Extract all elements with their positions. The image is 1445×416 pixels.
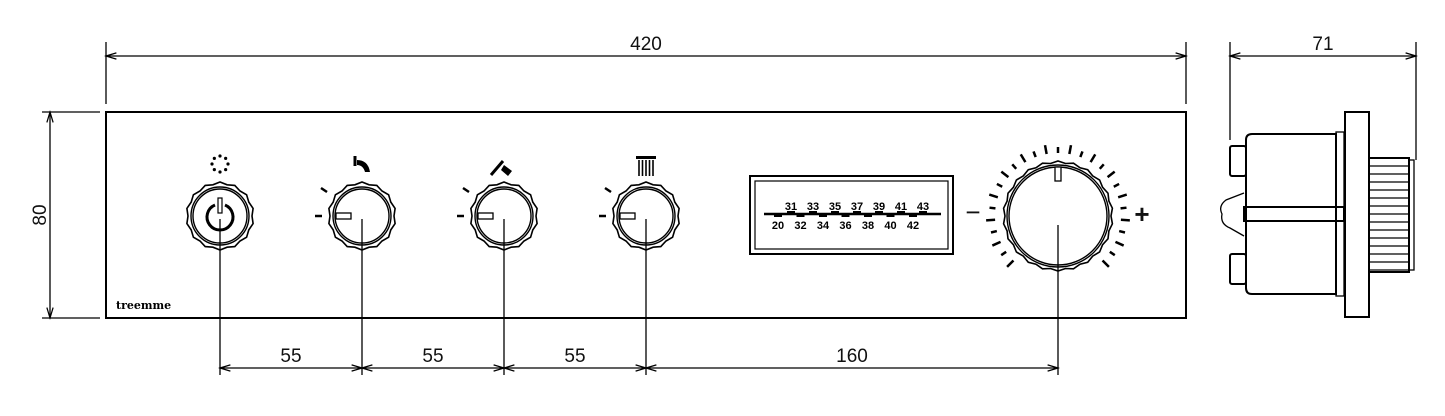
scale-label-bottom: 34	[817, 220, 830, 232]
width-dimension: 420	[106, 34, 1186, 104]
dial-tick	[990, 229, 998, 234]
dial-tick	[1120, 218, 1130, 222]
scale-label-top: 41	[895, 201, 907, 213]
spout-icon	[353, 156, 370, 172]
tick-mark	[462, 186, 470, 194]
depth-dimension: 71	[1230, 34, 1416, 160]
dial-tick	[1000, 170, 1010, 179]
scale-label-top: 33	[807, 201, 819, 213]
height-label: 80	[30, 204, 51, 225]
dial-tick	[989, 206, 996, 210]
scale-tick	[819, 214, 827, 217]
scale-label-top: 39	[873, 201, 885, 213]
side-view	[1220, 111, 1415, 318]
dial-tick	[988, 193, 999, 199]
dial-tick	[991, 240, 1002, 247]
dial-tick	[1101, 259, 1110, 268]
dial-tick	[1109, 250, 1116, 257]
dial-tick	[1113, 182, 1120, 188]
dial-tick	[1068, 144, 1073, 155]
power-icon	[205, 203, 235, 232]
brand-logo: treemme	[116, 299, 171, 312]
scale-label-bottom: 20	[772, 220, 784, 232]
scale-label-top: 37	[851, 201, 863, 213]
spacing-label: 160	[836, 346, 868, 367]
scale-label-top: 35	[829, 201, 841, 213]
indicator-bar	[335, 212, 352, 220]
scale-tick	[774, 214, 782, 217]
indicator-bar	[477, 212, 494, 220]
scale-tick	[809, 211, 817, 214]
hand-shower-knob[interactable]	[457, 160, 538, 375]
scale-tick	[787, 211, 795, 214]
scale-tick	[831, 211, 839, 214]
scale-tick	[897, 211, 905, 214]
dial-tick	[1106, 170, 1116, 179]
dial-tick	[1043, 144, 1048, 155]
dial-tick	[1098, 163, 1105, 170]
overhead-shower-knob[interactable]	[599, 156, 680, 375]
dial-tick	[1120, 206, 1127, 210]
spray-dots-icon	[210, 154, 230, 174]
dial-tick	[1089, 153, 1097, 163]
tick-mark	[604, 186, 612, 194]
scale-label-bottom: 36	[839, 220, 851, 232]
scale-label-bottom: 32	[794, 220, 806, 232]
tick-mark	[320, 186, 328, 194]
plus-label: +	[1134, 199, 1149, 229]
dial-tick	[996, 182, 1003, 188]
power-knob[interactable]	[186, 154, 254, 375]
dial-tick	[1006, 259, 1015, 268]
scale-tick	[886, 214, 895, 217]
scale-tick	[919, 211, 927, 214]
scale-tick	[864, 214, 872, 217]
scale-tick	[796, 214, 805, 217]
dial-tick	[1114, 240, 1125, 247]
dial-tick	[1019, 153, 1027, 163]
dial-tick	[1118, 229, 1126, 234]
dial-tick	[986, 218, 996, 222]
scale-label-top: 43	[917, 201, 929, 213]
width-label: 420	[630, 34, 662, 55]
temperature-display: 31 33 35 37 39 41 43 20 32 34 36 38 40 42	[749, 175, 954, 255]
indicator-bar	[619, 212, 636, 220]
scale-label-bottom: 40	[884, 220, 896, 232]
temperature-knob[interactable]	[986, 144, 1130, 375]
spacing-label: 55	[564, 346, 585, 367]
scale-label-bottom: 38	[862, 220, 874, 232]
spacing-dimensions: 55 55 55 160	[220, 346, 1058, 368]
overhead-shower-icon	[636, 156, 656, 176]
dial-tick	[1000, 250, 1007, 257]
dial-tick	[1011, 163, 1018, 170]
scale-label-top: 31	[785, 201, 797, 213]
spacing-label: 55	[280, 346, 301, 367]
height-dimension: 80	[30, 112, 100, 318]
scale-tick	[853, 211, 861, 214]
scale-tick	[875, 211, 883, 214]
hand-shower-icon	[489, 160, 512, 176]
scale-label-bottom: 42	[907, 220, 919, 232]
dial-tick	[1032, 151, 1037, 158]
spacing-label: 55	[422, 346, 443, 367]
indicator-bar	[1054, 166, 1062, 182]
minus-label: −	[965, 197, 980, 227]
spout-knob[interactable]	[315, 156, 396, 375]
scale-tick	[909, 214, 917, 217]
depth-label: 71	[1312, 34, 1333, 55]
scale-tick	[841, 214, 850, 217]
dial-tick	[1079, 151, 1084, 158]
dial-tick	[1117, 193, 1128, 199]
